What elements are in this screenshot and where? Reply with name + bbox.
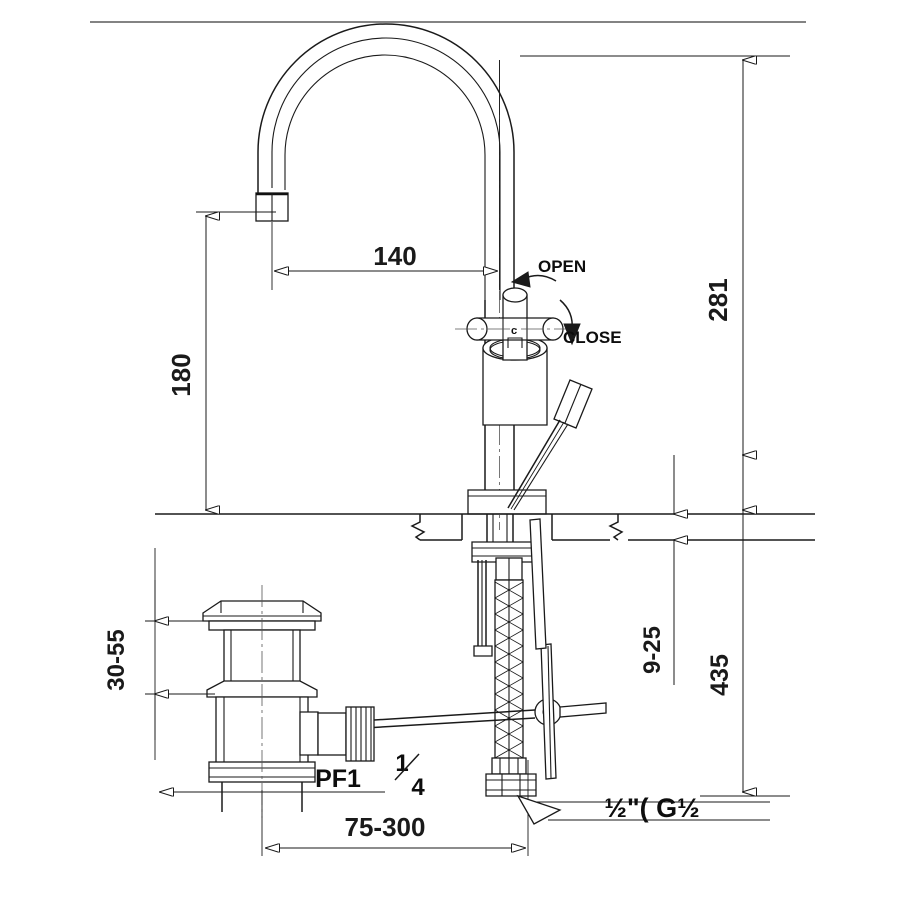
mounting-shank xyxy=(471,514,541,657)
label-close: CLOSE xyxy=(563,328,622,347)
dim-label-9-25: 9-25 xyxy=(639,626,666,674)
dimension-deck-thickness: 9-25 xyxy=(628,455,700,685)
dimension-spout-height: 180 xyxy=(155,212,300,514)
dim-label-75-300: 75-300 xyxy=(345,812,426,842)
dimension-total-length: 435 xyxy=(700,455,790,796)
countertop-deck xyxy=(155,513,815,541)
annotation-open: OPEN xyxy=(510,257,586,288)
annotation-close: CLOSE xyxy=(559,299,622,347)
dim-label-435: 435 xyxy=(706,654,734,696)
faucet-spout xyxy=(255,23,515,300)
label-open: OPEN xyxy=(538,257,586,276)
label-supply-thread: ½"( G½ xyxy=(604,793,699,823)
braided-flex-hose xyxy=(485,557,537,797)
dim-label-30-55: 30-55 xyxy=(103,629,130,690)
dimension-drain-offset: 75-300 xyxy=(261,760,529,856)
dimension-overall-height: 281 xyxy=(520,56,800,514)
dimension-spout-reach: 140 xyxy=(271,60,500,290)
leader-drain-thread: PF1 1 4 xyxy=(160,750,425,801)
dim-label-281: 281 xyxy=(703,278,733,321)
lift-rod xyxy=(507,379,593,511)
dim-label-140: 140 xyxy=(373,241,416,271)
svg-text:c: c xyxy=(511,325,517,337)
dim-label-180: 180 xyxy=(166,353,196,396)
dimension-drain-flange: 30-55 xyxy=(103,548,215,760)
cross-handle: c xyxy=(455,287,575,426)
leader-supply-thread: ½"( G½ xyxy=(516,793,770,825)
pivot-rod-assembly xyxy=(261,518,607,780)
label-pf1: PF1 xyxy=(315,765,361,793)
label-pf1-denominator: 4 xyxy=(411,774,425,801)
label-pf1-numerator: 1 xyxy=(395,750,408,777)
popup-waste-drain xyxy=(202,585,375,818)
